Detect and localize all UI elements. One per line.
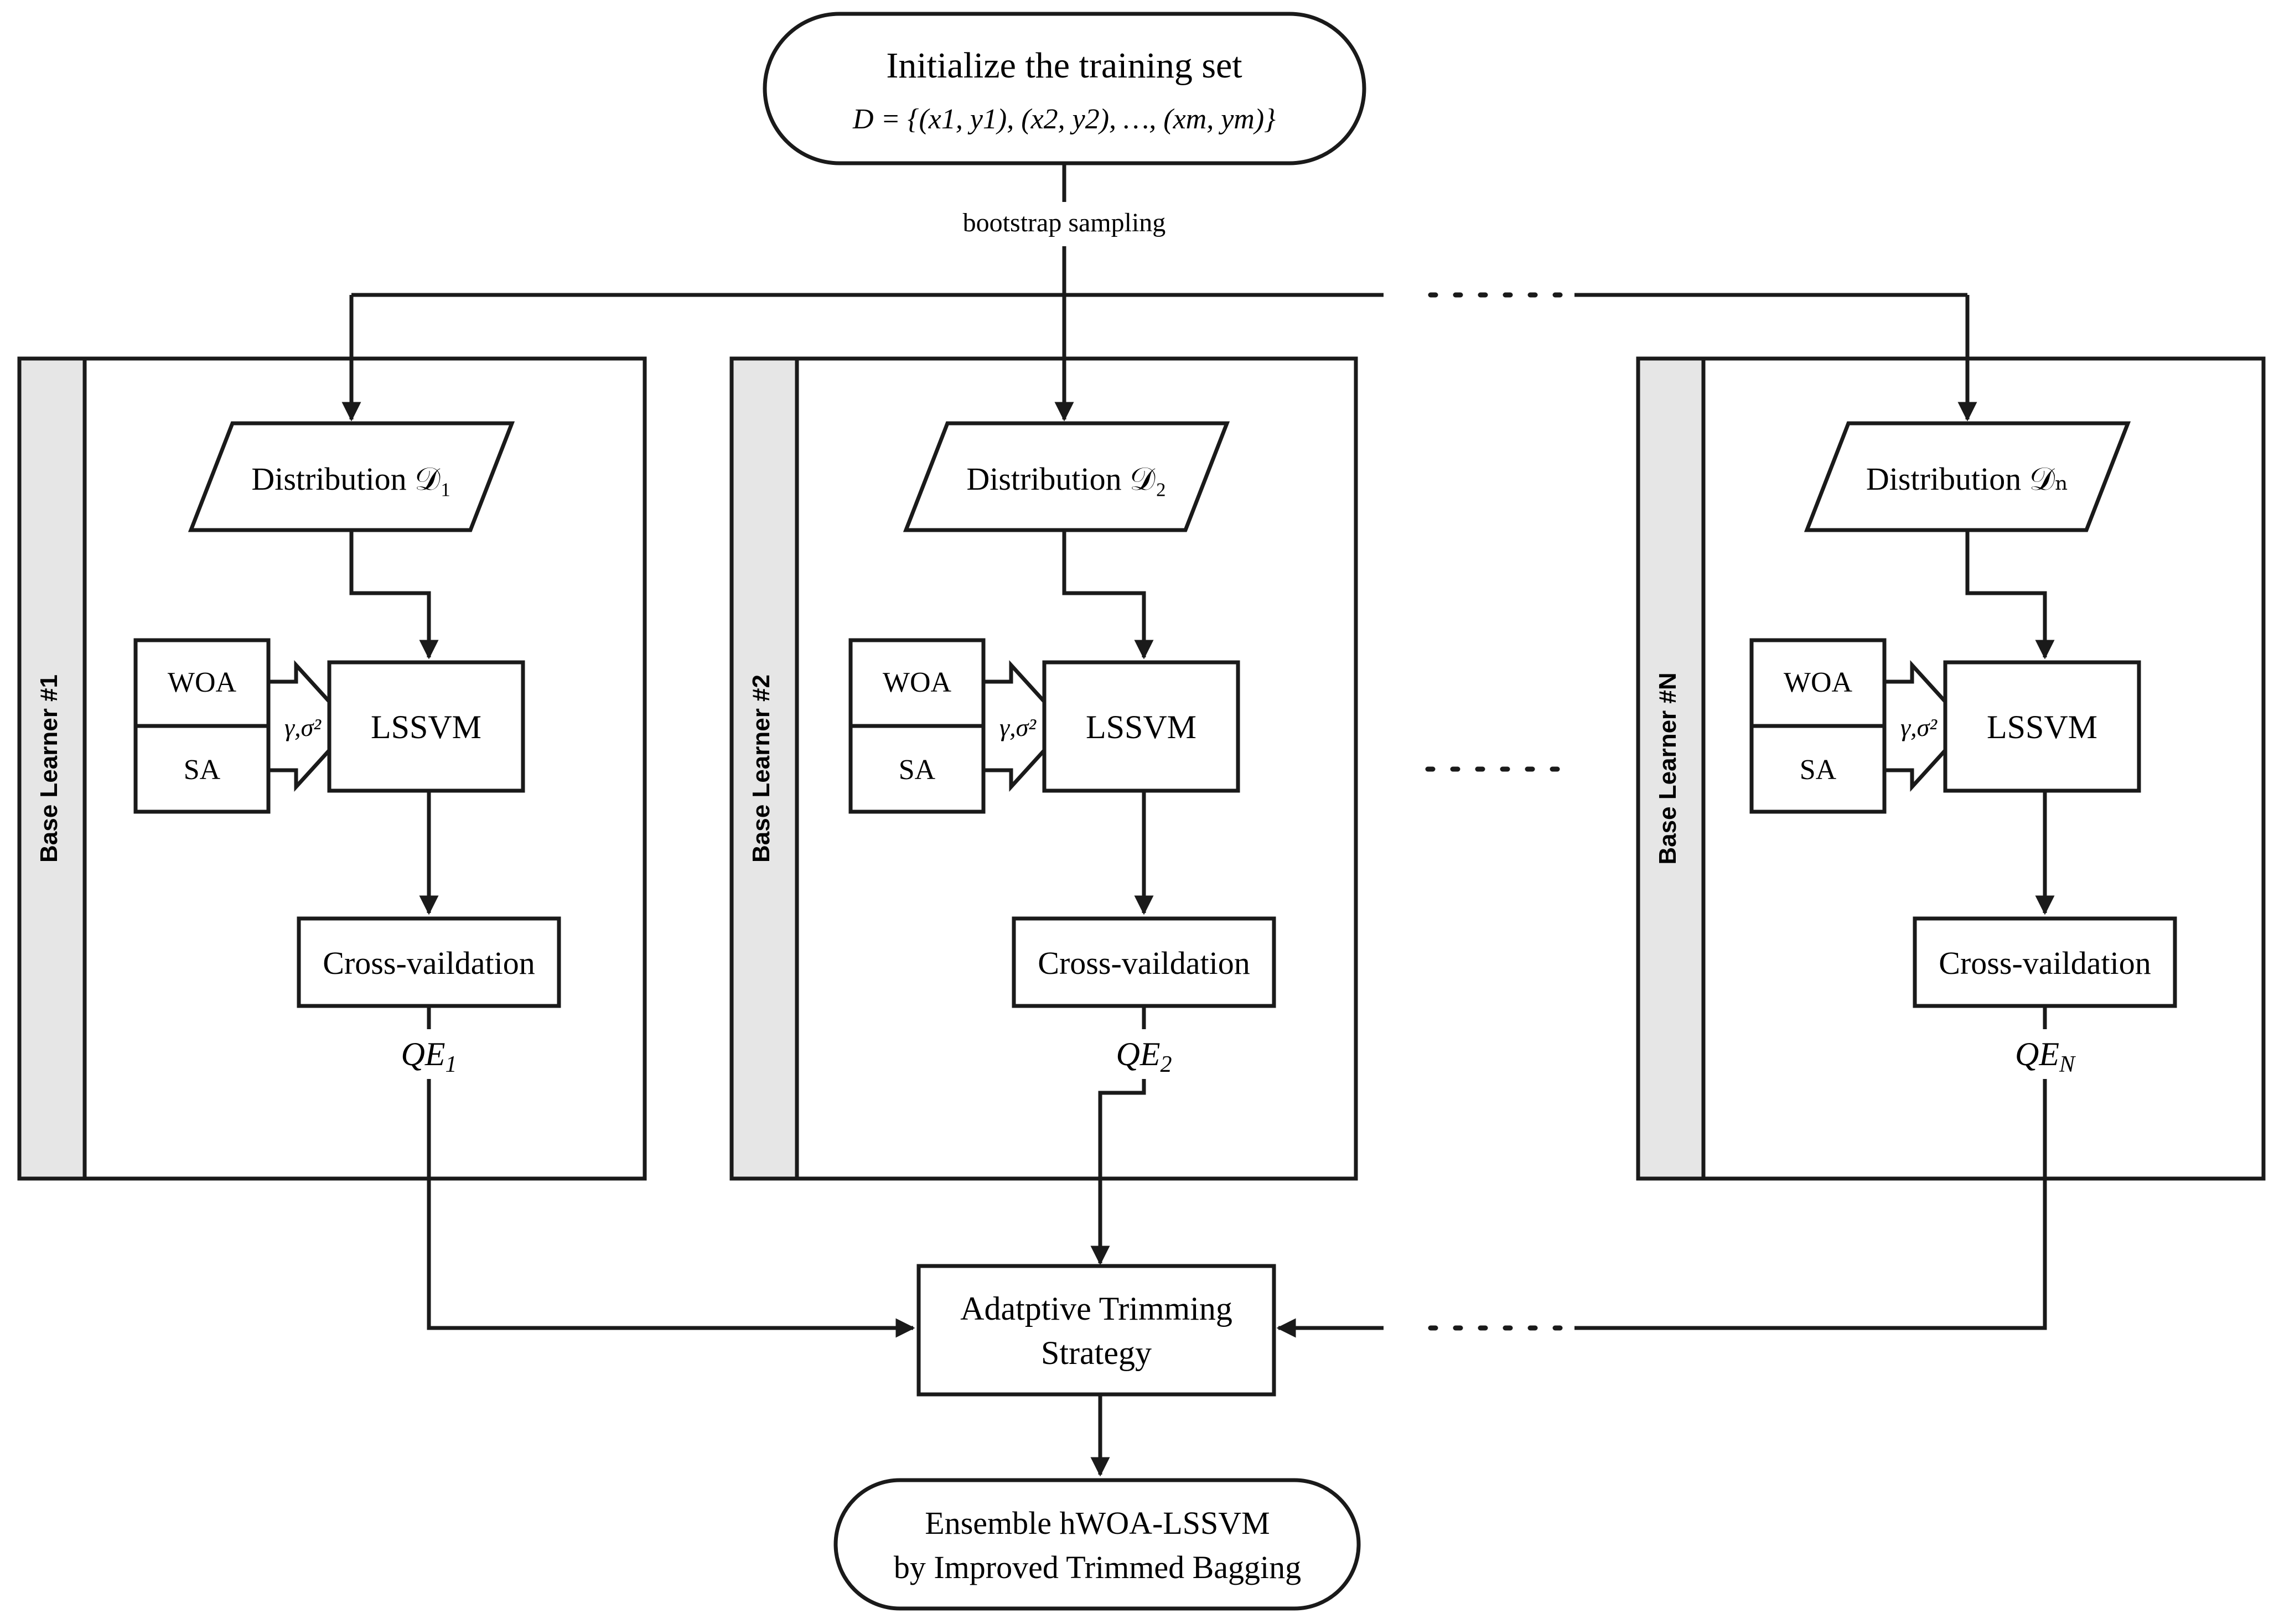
validation-label: Cross-vaildation [1038, 945, 1250, 981]
lssvm-label: LSSVM [1086, 709, 1196, 745]
error-base: QE [401, 1036, 446, 1072]
distribution-to-lssvm-arrow [1965, 530, 2055, 660]
start-node: Initialize the training set D = {(x1, y1… [763, 12, 1366, 165]
trimming-line1: Adatptive Trimming [960, 1290, 1232, 1327]
trimming-node: Adatptive Trimming Strategy [916, 1264, 1276, 1397]
sa-label: SA [899, 754, 936, 786]
lssvm-node [1042, 660, 1240, 793]
connector-qe1-to-trimming [427, 1079, 915, 1338]
lane-label: Base Learner #N [1654, 672, 1681, 864]
connector-qe2-to-trimming [1090, 1079, 1146, 1265]
end-line2: by Improved Trimmed Bagging [894, 1549, 1301, 1585]
lssvm-node [327, 660, 525, 793]
sampling-label: bootstrap sampling [963, 208, 1166, 237]
lane-label: Base Learner #1 [35, 674, 63, 863]
error-label: QEN [2015, 1036, 2076, 1077]
validation-label: Cross-vaildation [323, 945, 535, 981]
distribution-label: Distribution 𝒟₁ [251, 461, 451, 497]
error-subscript: N [2059, 1052, 2076, 1077]
parameter-arrow [981, 660, 1069, 792]
params-label: γ,σ² [999, 713, 1037, 741]
start-title: Initialize the training set [886, 45, 1242, 86]
connector-qen-to-bus [1574, 1079, 2047, 1330]
woa-label: WOA [883, 667, 952, 698]
woa-label: WOA [1784, 667, 1853, 698]
end-node: Ensemble hWOA-LSSVM by Improved Trimmed … [833, 1478, 1361, 1611]
trimming-line2: Strategy [1041, 1335, 1152, 1371]
base-learner-lane: Base Learner #N Distribution 𝒟ₙ WOA SA γ,σ² L… [1636, 295, 2266, 1181]
woa-label: WOA [168, 667, 237, 698]
distribution-to-lssvm-arrow [349, 530, 439, 660]
lane-header-strip [17, 356, 87, 1181]
distribution-label: Distribution 𝒟ₙ [1866, 461, 2069, 497]
validation-label: Cross-vaildation [1939, 945, 2151, 981]
error-subscript: 1 [445, 1052, 457, 1077]
distribution-to-lssvm-arrow [1062, 530, 1154, 660]
parameter-arrow [1882, 660, 1970, 792]
lane-label: Base Learner #2 [748, 674, 775, 863]
distribution-node [1804, 421, 2131, 532]
lane-header-strip [729, 356, 799, 1181]
params-label: γ,σ² [1900, 713, 1938, 741]
params-label: γ,σ² [284, 713, 322, 741]
lssvm-node [1943, 660, 2141, 793]
parameter-arrow [266, 660, 354, 792]
validation-node [1913, 916, 2177, 1008]
distribution-node [188, 421, 515, 532]
start-formula: D = {(x1, y1), (x2, y2), …, (xm, ym)} [852, 103, 1276, 135]
base-learner-lane: Base Learner #2 Distribution 𝒟₂ WOA SA γ,σ² L… [729, 295, 1358, 1181]
sa-label: SA [1800, 754, 1837, 786]
end-line1: Ensemble hWOA-LSSVM [925, 1505, 1270, 1541]
lssvm-label: LSSVM [1987, 709, 2097, 745]
distribution-node [903, 421, 1230, 532]
lssvm-label: LSSVM [371, 709, 481, 745]
error-base: QE [1116, 1036, 1161, 1072]
validation-node [297, 916, 561, 1008]
validation-node [1012, 916, 1276, 1008]
error-label: QE1 [401, 1036, 457, 1077]
error-base: QE [2015, 1036, 2059, 1072]
distribution-label: Distribution 𝒟₂ [966, 461, 1166, 497]
error-label: QE2 [1116, 1036, 1172, 1077]
sa-label: SA [184, 754, 221, 786]
error-subscript: 2 [1160, 1052, 1172, 1077]
base-learner-lane: Base Learner #1 Distribution 𝒟₁ WOA SA γ,σ² L… [17, 295, 647, 1181]
lane-header-strip [1636, 356, 1706, 1181]
